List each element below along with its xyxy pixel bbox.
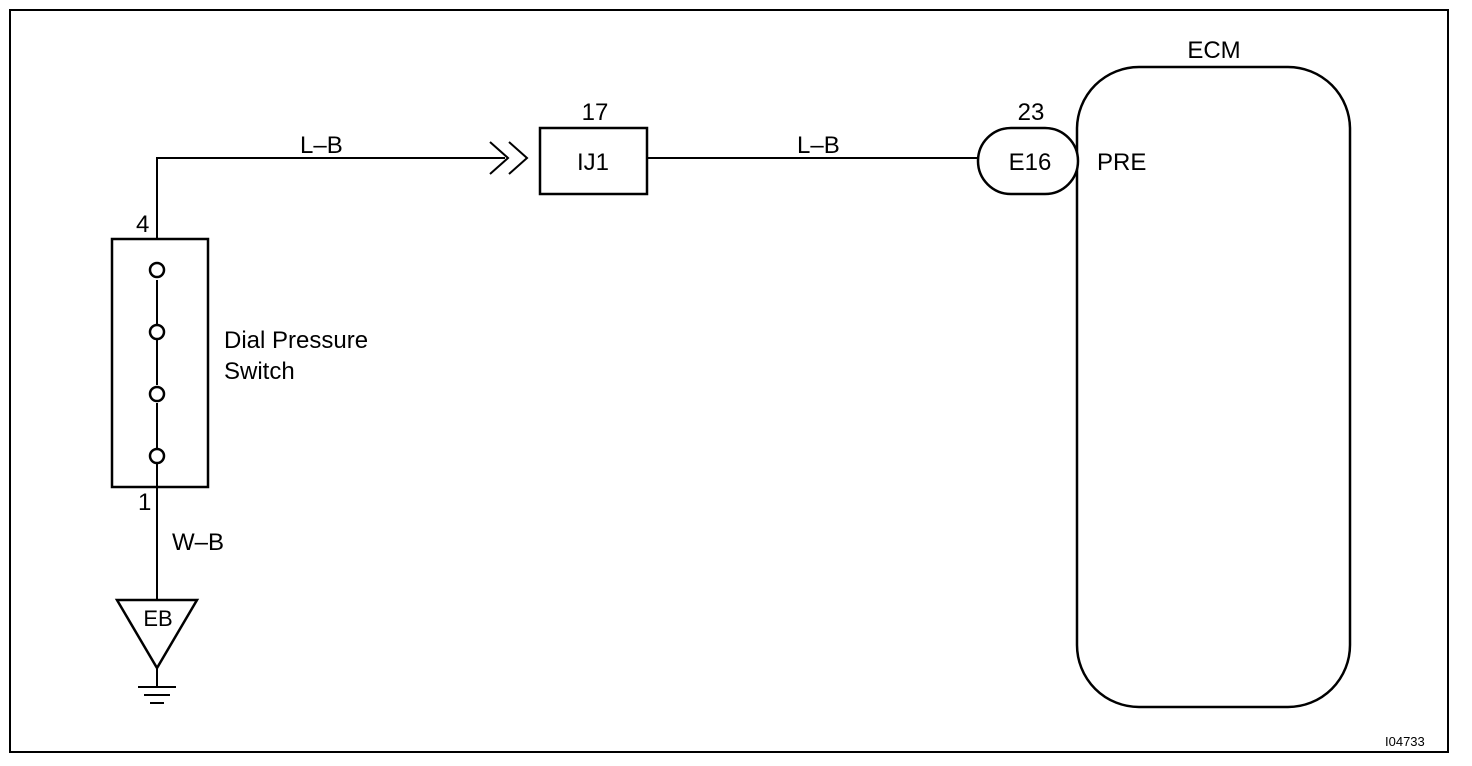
switch-contacts — [148, 261, 166, 465]
switch-pin-bottom: 1 — [138, 489, 151, 516]
junction-chevron-2 — [508, 141, 529, 175]
ground-triangle-eb — [114, 598, 200, 671]
junction-chevron-1 — [489, 141, 510, 175]
switch-name-line1: Dial Pressure — [224, 327, 368, 354]
wire-label-switch-to-junction: L–B — [300, 132, 343, 159]
dial-pressure-switch-box — [110, 237, 210, 489]
switch-pin-top: 4 — [136, 211, 149, 238]
figure-code: I04733 — [1385, 734, 1425, 749]
diagram-frame — [9, 9, 1449, 753]
junction-box-ij1 — [538, 126, 649, 196]
ecm-connector-e16 — [976, 126, 1080, 196]
ecm-connector-pin-number: 23 — [1018, 99, 1045, 126]
ecm-body — [1075, 65, 1352, 709]
ecm-terminal-label: PRE — [1097, 149, 1146, 176]
wire-switch-to-junction — [156, 157, 505, 270]
junction-name: IJ1 — [577, 149, 609, 176]
ecm-title: ECM — [1187, 37, 1240, 64]
wire-label-switch-to-ground: W–B — [172, 529, 224, 556]
junction-pin-number: 17 — [582, 99, 609, 126]
wire-label-junction-to-ecm: L–B — [797, 132, 840, 159]
switch-name-line2: Switch — [224, 358, 295, 385]
ground-name: EB — [143, 606, 172, 631]
ground-symbol-icon — [138, 668, 176, 704]
ecm-connector-name: E16 — [1009, 149, 1052, 176]
